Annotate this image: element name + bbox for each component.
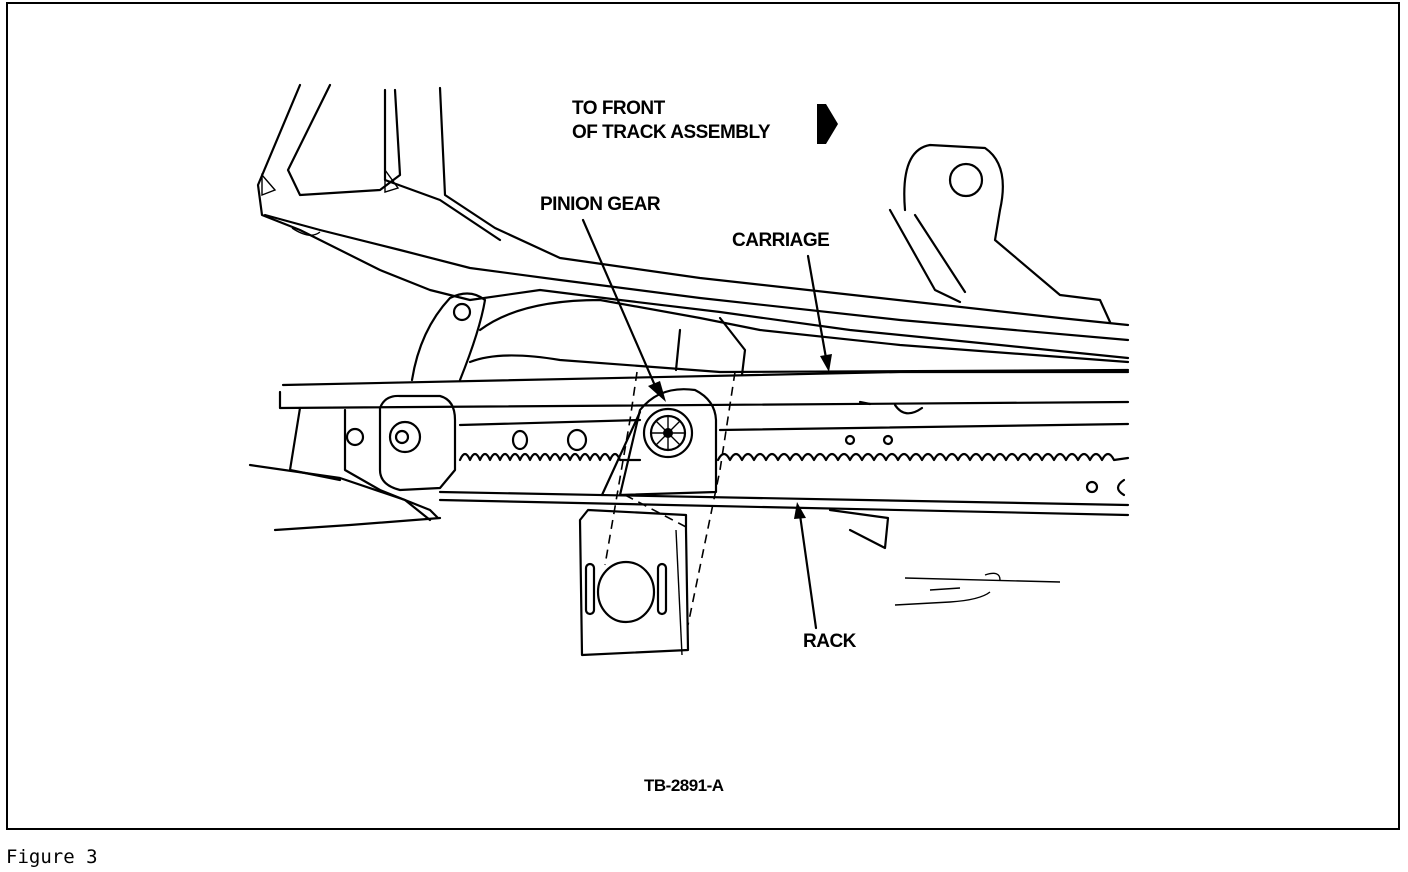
leader-lines [581, 218, 832, 630]
pinion-gear-label: PINION GEAR [540, 194, 661, 215]
rack-bar [438, 400, 1130, 517]
base-rail [248, 463, 1061, 606]
front-block [343, 394, 457, 520]
right-arrow-icon [817, 104, 838, 144]
rear-bracket [888, 143, 1112, 324]
mounting-plate [578, 508, 690, 657]
pinion-housing [600, 388, 718, 497]
hidden-lines [604, 371, 736, 626]
carriage-body [278, 292, 1130, 482]
pinion-gear [642, 407, 694, 459]
carriage-label: CARRIAGE [732, 230, 830, 251]
figure-frame [6, 2, 1400, 830]
direction-label-line1: TO FRONT [572, 98, 665, 119]
seat-bracket [256, 83, 1130, 360]
drawing-code: TB-2891-A [644, 776, 724, 795]
direction-label-line2: OF TRACK ASSEMBLY [572, 122, 771, 143]
rack-label: RACK [803, 631, 856, 652]
figure-caption: Figure 3 [6, 846, 98, 868]
